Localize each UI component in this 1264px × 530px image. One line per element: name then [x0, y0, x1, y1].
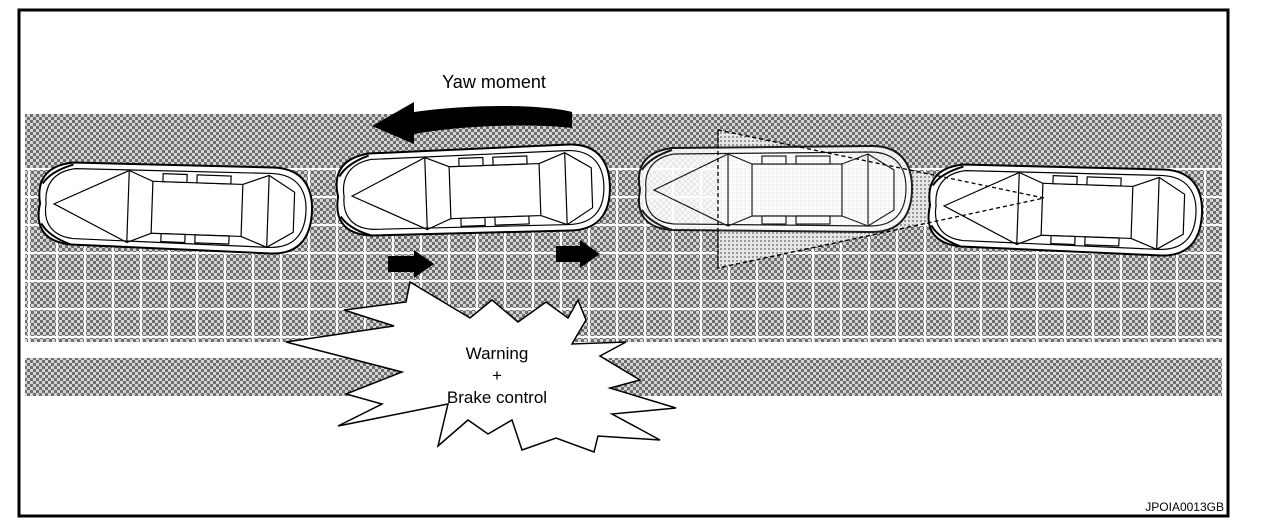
lane-band-upper [25, 114, 1222, 168]
car-ego-correcting [334, 142, 613, 240]
warning-line-1: Warning [466, 344, 529, 363]
yaw-moment-label: Yaw moment [442, 72, 546, 92]
figure-code: JPOIA0013GB [1145, 500, 1224, 514]
right-arrow-icon [556, 240, 600, 268]
right-arrow-icon [388, 250, 434, 278]
curved-left-arrow-icon [372, 102, 572, 144]
car-rear [36, 158, 315, 256]
car-front [926, 160, 1205, 258]
detection-zone-outline [717, 129, 1045, 269]
warning-line-2: + [492, 366, 502, 385]
warning-line-3: Brake control [447, 388, 547, 407]
car-adjacent-ghost [637, 145, 913, 233]
lane-marking [25, 342, 1222, 358]
warning-starburst [285, 280, 677, 453]
